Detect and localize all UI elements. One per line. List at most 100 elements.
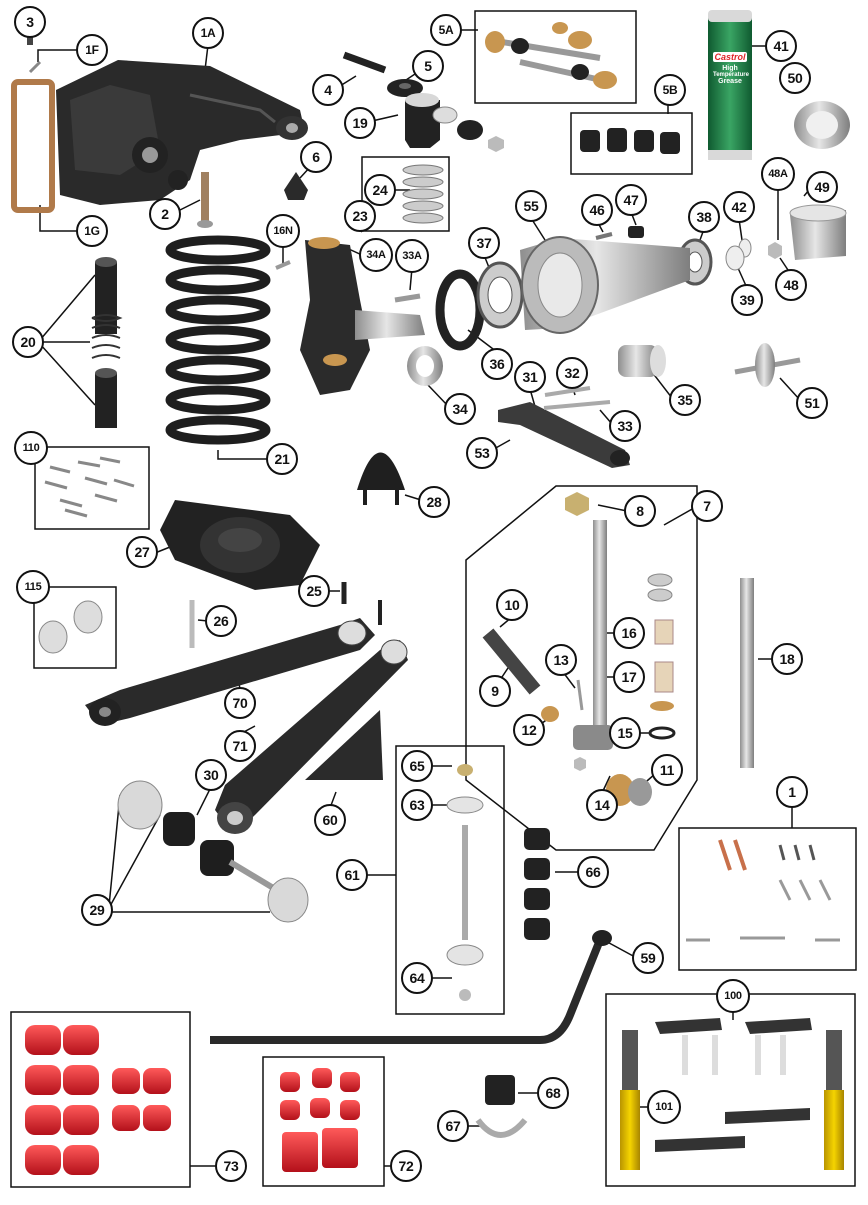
anti-roll-bar-illustration — [210, 930, 612, 1044]
part-callout-115: 115 — [16, 570, 50, 604]
grease-line-2: Temperature — [713, 72, 749, 78]
bar-clamp-illustration — [475, 1075, 528, 1138]
part-callout-5b: 5B — [654, 74, 686, 106]
part-callout-65: 65 — [401, 750, 433, 782]
part-callout-31: 31 — [514, 361, 546, 393]
part-callout-63: 63 — [401, 789, 433, 821]
part-callout-48: 48 — [775, 269, 807, 301]
part-callout-20: 20 — [12, 326, 44, 358]
hub-illustration — [520, 236, 690, 334]
part-callout-39: 39 — [731, 284, 763, 316]
grease-brand: Castrol — [713, 52, 747, 62]
part-callout-5: 5 — [412, 50, 444, 82]
part-callout-33: 33 — [609, 410, 641, 442]
part-callout-9: 9 — [479, 675, 511, 707]
reamer-illustration — [740, 578, 754, 768]
part-callout-8: 8 — [624, 495, 656, 527]
part-callout-2: 2 — [149, 198, 181, 230]
part-callout-18: 18 — [771, 643, 803, 675]
part-callout-101: 101 — [647, 1090, 681, 1124]
grease-cartridge-illustration — [708, 10, 752, 160]
part-callout-34: 34 — [444, 393, 476, 425]
part-callout-38: 38 — [688, 201, 720, 233]
telescopic-shock-kit-illustration — [620, 1018, 844, 1170]
part-callout-11: 11 — [651, 754, 683, 786]
bush-kit-5b-illustration — [580, 128, 680, 154]
part-callout-70: 70 — [224, 687, 256, 719]
part-callout-14: 14 — [586, 789, 618, 821]
spring-pan-illustration — [160, 500, 320, 590]
part-callout-71: 71 — [224, 730, 256, 762]
steering-box-illustration — [11, 14, 308, 228]
hub-caps-illustration — [789, 101, 850, 260]
fulcrum-bushes-illustration — [117, 780, 309, 923]
part-callout-41: 41 — [765, 30, 797, 62]
part-callout-67: 67 — [437, 1110, 469, 1142]
spring-sleeves-illustration — [91, 257, 123, 428]
part-callout-10: 10 — [496, 589, 528, 621]
part-callout-1g: 1G — [76, 215, 108, 247]
part-callout-47: 47 — [615, 184, 647, 216]
part-callout-64: 64 — [401, 962, 433, 994]
part-callout-1a: 1A — [192, 17, 224, 49]
part-callout-7: 7 — [691, 490, 723, 522]
part-callout-12: 12 — [513, 714, 545, 746]
part-callout-23: 23 — [344, 200, 376, 232]
part-callout-59: 59 — [632, 942, 664, 974]
part-callout-1f: 1F — [76, 34, 108, 66]
small-hub-parts-illustration — [595, 226, 782, 271]
part-callout-16: 16 — [613, 617, 645, 649]
part-callout-19: 19 — [344, 107, 376, 139]
coil-spring-illustration — [165, 235, 271, 445]
part-callout-28: 28 — [418, 486, 450, 518]
part-callout-24: 24 — [364, 174, 396, 206]
part-callout-25: 25 — [298, 575, 330, 607]
part-callout-61: 61 — [336, 859, 368, 891]
part-callout-49: 49 — [806, 171, 838, 203]
part-callout-50: 50 — [779, 62, 811, 94]
cam-plates-115-illustration — [38, 600, 103, 654]
bush-kit-5a-illustration — [485, 22, 617, 89]
rubber-bushes-66-illustration — [524, 828, 550, 940]
grease-label: Castrol High Temperature Grease — [713, 52, 749, 85]
part-callout-48a: 48A — [761, 157, 795, 191]
grease-line-1: High — [722, 65, 738, 72]
bracket-illustration — [305, 710, 383, 780]
part-callout-51: 51 — [796, 387, 828, 419]
spacers-illustration — [407, 343, 801, 387]
part-callout-26: 26 — [205, 605, 237, 637]
part-callout-30: 30 — [195, 759, 227, 791]
part-callout-5a: 5A — [430, 14, 462, 46]
part-callout-29: 29 — [81, 894, 113, 926]
part-callout-66: 66 — [577, 856, 609, 888]
part-callout-100: 100 — [716, 979, 750, 1013]
part-callout-6: 6 — [300, 141, 332, 173]
part-callout-55: 55 — [515, 190, 547, 222]
part-callout-17: 17 — [613, 661, 645, 693]
part-callout-72: 72 — [390, 1150, 422, 1182]
steering-arm-illustration — [498, 386, 630, 468]
bolt-kit-110-illustration — [44, 456, 135, 518]
stub-axle-illustration — [275, 237, 425, 395]
part-callout-60: 60 — [314, 804, 346, 836]
part-callout-37: 37 — [468, 227, 500, 259]
part-callout-73: 73 — [215, 1150, 247, 1182]
pins-illustration — [189, 582, 382, 648]
part-callout-36: 36 — [481, 348, 513, 380]
part-callout-42: 42 — [723, 191, 755, 223]
polyurethane-bushes-72-illustration — [280, 1068, 360, 1172]
part-callout-15: 15 — [609, 717, 641, 749]
part-callout-110: 110 — [14, 431, 48, 465]
part-callout-13: 13 — [545, 644, 577, 676]
part-callout-34a: 34A — [359, 238, 393, 272]
grease-line-3: Grease — [718, 78, 742, 85]
part-callout-32: 32 — [556, 357, 588, 389]
part-callout-68: 68 — [537, 1077, 569, 1109]
part-callout-4: 4 — [312, 74, 344, 106]
bump-stop-illustration — [357, 452, 405, 505]
wishbone-arms-illustration — [85, 618, 408, 834]
part-callout-35: 35 — [669, 384, 701, 416]
kingpin-kit-illustration — [482, 492, 676, 806]
kingpin-bushes-illustration — [342, 51, 504, 152]
